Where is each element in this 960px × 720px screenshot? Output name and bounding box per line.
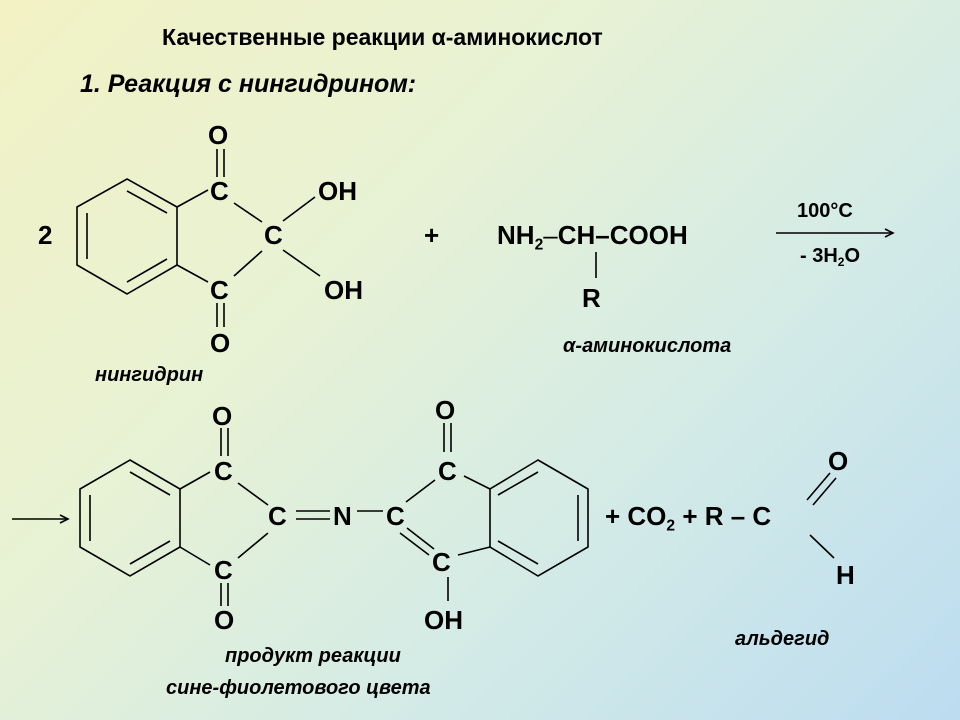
reaction-subtitle: 1. Реакция с нингидрином: xyxy=(80,70,417,98)
continuation-arrow-head xyxy=(59,514,70,524)
product-right-oh-bottom: OH xyxy=(424,605,463,635)
product-right-center-to-c-top xyxy=(405,479,436,503)
aldehyde-co-bond-b xyxy=(812,477,837,506)
product-right-c-top-to-ring xyxy=(463,475,491,490)
product-left-ring-to-c-top xyxy=(179,471,211,490)
ninhydrin-benzene-ring xyxy=(76,178,178,295)
product-right-center-to-c-bottom-a xyxy=(399,532,430,556)
product-nitrogen: N xyxy=(333,501,352,531)
ninhydrin-ring-to-c-bottom xyxy=(176,264,209,283)
product-right-c-top: C xyxy=(438,456,457,486)
product-left-o-top: O xyxy=(212,401,233,431)
aldehyde-o: O xyxy=(828,446,849,476)
reaction-arrow-head xyxy=(884,228,895,238)
ninhydrin-label: нингидрин xyxy=(95,364,204,386)
product-right-benzene-ring xyxy=(489,459,589,577)
amino-acid-formula: NH2–CH–COOH xyxy=(497,220,688,254)
product-left-ring-to-c-bottom xyxy=(179,546,211,566)
amino-acid-r: R xyxy=(582,283,601,313)
ninhydrin-o-top: O xyxy=(208,120,229,150)
product-label-line2: сине-фиолетового цвета xyxy=(166,677,431,699)
ninhydrin-ring-inner-bond-3 xyxy=(126,258,168,283)
ninhydrin-c-center: C xyxy=(264,220,283,250)
aldehyde-ch-bond xyxy=(809,534,835,559)
aldehyde-label: альдегид xyxy=(735,628,830,650)
ninhydrin-c-bottom-to-center xyxy=(233,250,263,277)
product-left-c-top: C xyxy=(214,456,233,486)
plus-sign: + xyxy=(424,220,440,250)
ninhydrin-c-top: C xyxy=(210,176,229,206)
alpha-symbol: α xyxy=(431,24,446,50)
byproducts-formula: + CO2 + R – C xyxy=(605,501,772,535)
ninhydrin-center-to-oh-top xyxy=(282,196,316,222)
condition-temperature: 100°C xyxy=(797,200,853,222)
product-left-c-center: C xyxy=(268,501,287,531)
amino-acid-label: α-аминокислота xyxy=(563,335,732,357)
ninhydrin-c-bottom: C xyxy=(210,275,229,305)
ninhydrin-c-top-to-center xyxy=(233,202,263,223)
product-right-ring-inner-bond-3 xyxy=(497,540,539,565)
coefficient: 2 xyxy=(38,220,53,250)
product-right-o-top: O xyxy=(435,395,456,425)
product-right-c-center: C xyxy=(386,501,405,531)
aldehyde-co-bond-a xyxy=(806,472,831,501)
product-label-line1: продукт реакции xyxy=(225,645,401,667)
product-right-c-bottom-to-ring xyxy=(457,546,491,556)
product-left-ring-inner-bond-3 xyxy=(129,540,171,565)
ninhydrin-oh-top: OH xyxy=(318,176,357,206)
product-left-o-bottom: O xyxy=(214,605,235,635)
product-left-c-bottom-to-center xyxy=(237,532,269,559)
ninhydrin-center-to-oh-bottom xyxy=(282,249,321,277)
ninhydrin-ring-to-c-top xyxy=(176,189,209,208)
product-left-ring-inner-bond-1 xyxy=(129,471,171,496)
ninhydrin-oh-bottom: OH xyxy=(324,275,363,305)
ninhydrin-ring-inner-bond-1 xyxy=(126,190,168,214)
product-right-ring-inner-bond-1 xyxy=(497,471,539,496)
condition-water-loss: - 3H2O xyxy=(800,245,861,270)
page-title: Качественные реакции α-аминокислот xyxy=(162,24,603,50)
product-left-benzene-ring xyxy=(79,459,181,577)
product-left-c-top-to-center xyxy=(237,482,269,506)
product-right-center-to-c-bottom-b xyxy=(406,527,435,550)
product-right-c-bottom: C xyxy=(432,547,451,577)
product-left-c-bottom: C xyxy=(214,555,233,585)
ninhydrin-o-bottom: O xyxy=(210,328,231,358)
aldehyde-h: H xyxy=(836,560,855,590)
